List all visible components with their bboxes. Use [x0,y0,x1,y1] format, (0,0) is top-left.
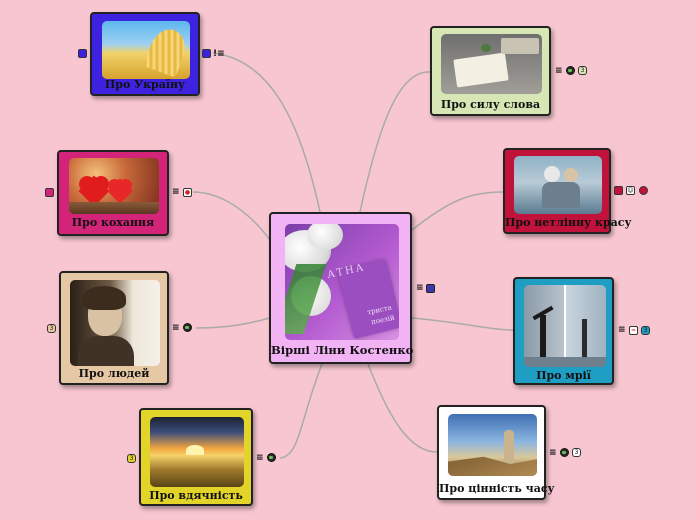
topic-love-label: Про кохання [71,216,155,229]
collapse-icon[interactable] [45,188,54,197]
topic-ukraine-label: Про Україну [104,78,186,91]
globe-icon [560,448,569,457]
link-love [192,191,271,241]
topic-word-label: Про силу слова [440,98,541,111]
topic-love-image [69,158,159,214]
badge-count: 3 [572,448,581,457]
globe-icon [566,66,575,75]
topic-word-image [441,34,542,94]
globe-icon [267,453,276,462]
badge-count: 3 [641,326,650,335]
link-word [359,71,431,213]
topic-gratitude[interactable]: Про вдячність [139,408,253,506]
image-icon: ≈ [629,326,638,335]
link-gratitude [279,363,323,459]
collapse-icon[interactable] [78,49,87,58]
bullet-icon [426,284,435,293]
central-topic-title: Вірші Ліни Костенко [271,343,414,357]
central-topic-image: АТНА триста поезій [285,224,399,340]
link-dream [411,317,514,331]
badge-count: 3 [47,324,56,333]
topic-gratitude-image [150,417,244,487]
notes-icon: ≡ [555,66,563,76]
badge-count: 3 [127,454,136,463]
people-icon: ☺ [626,186,635,195]
topic-beauty[interactable]: Про нетлінну красу [503,148,632,234]
link-beauty [411,191,504,231]
notes-icon: !≡ [213,49,225,59]
tag-icon [202,49,211,58]
link-ukraine [212,52,321,213]
topic-people-image [70,280,160,366]
notes-icon: ≡ [172,187,180,197]
topic-word[interactable]: Про силу слова [430,26,551,116]
topic-beauty-label: Про нетлінну красу [505,216,632,229]
notes-icon: ≡ [416,283,424,293]
topic-people-label: Про людей [78,367,150,380]
notes-icon: ≡ [172,323,180,333]
topic-dream-image [524,285,606,367]
collapse-icon[interactable] [639,186,648,195]
topic-time-image [448,414,537,476]
topic-time-label: Про цінність часу [439,482,555,495]
notes-icon: ≡ [618,325,626,335]
topic-ukraine-image [102,21,190,79]
topic-people[interactable]: Про людей [59,271,169,385]
notes-icon: ≡ [549,448,557,458]
topic-time[interactable]: Про цінність часу [437,405,555,500]
lips-icon: ● [183,188,192,197]
badge-count: 3 [578,66,587,75]
tag-icon [614,186,623,195]
link-people [195,317,271,329]
globe-icon [183,323,192,332]
topic-love[interactable]: Про кохання [57,150,169,236]
notes-icon: ≡ [256,453,264,463]
topic-dream[interactable]: Про мрії [513,277,614,385]
topic-beauty-image [514,156,602,214]
link-time [367,363,438,453]
topic-dream-label: Про мрії [536,369,591,382]
topic-ukraine[interactable]: Про Україну [90,12,200,96]
central-topic[interactable]: АТНА триста поезій Вірші Ліни Костенко [269,212,414,364]
topic-gratitude-label: Про вдячність [149,489,243,502]
